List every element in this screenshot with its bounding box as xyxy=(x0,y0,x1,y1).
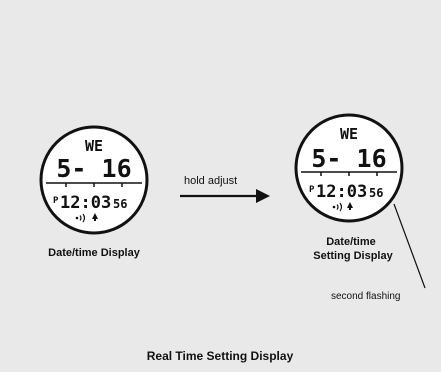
bell-icon xyxy=(92,213,98,221)
left-date-text: 5- 16 xyxy=(56,154,131,183)
bell-icon xyxy=(347,202,353,210)
callout-text: second flashing xyxy=(331,291,401,302)
left-watch-face xyxy=(39,125,149,235)
callout-leader-line xyxy=(393,203,426,289)
right-watch-face xyxy=(294,113,404,223)
right-seconds-text: 56 xyxy=(369,186,383,200)
right-day-text: WE xyxy=(340,125,358,143)
left-time-text: 12:03 xyxy=(60,193,111,213)
left-day-text: WE xyxy=(85,137,103,155)
signal-icon xyxy=(332,202,343,212)
left-seconds-text: 56 xyxy=(113,197,127,211)
right-caption-line2: Setting Display xyxy=(313,250,393,262)
right-pm-marker: P xyxy=(309,185,315,195)
signal-icon xyxy=(75,213,86,223)
left-watch: WE 5- 16 P 12:03 56 xyxy=(39,125,149,235)
left-caption: Date/time Display xyxy=(48,247,141,259)
arrow-head xyxy=(256,189,270,203)
left-pm-marker: P xyxy=(53,196,59,206)
right-caption-line1: Date/time xyxy=(326,236,376,248)
arrow-label: hold adjust xyxy=(184,175,237,187)
right-date-text: 5- 16 xyxy=(311,144,386,173)
transition-arrow xyxy=(180,189,270,203)
right-watch: WE 5- 16 P 12:03 56 xyxy=(294,113,404,223)
footer-title: Real Time Setting Display xyxy=(147,349,294,363)
right-time-text: 12:03 xyxy=(316,182,367,202)
